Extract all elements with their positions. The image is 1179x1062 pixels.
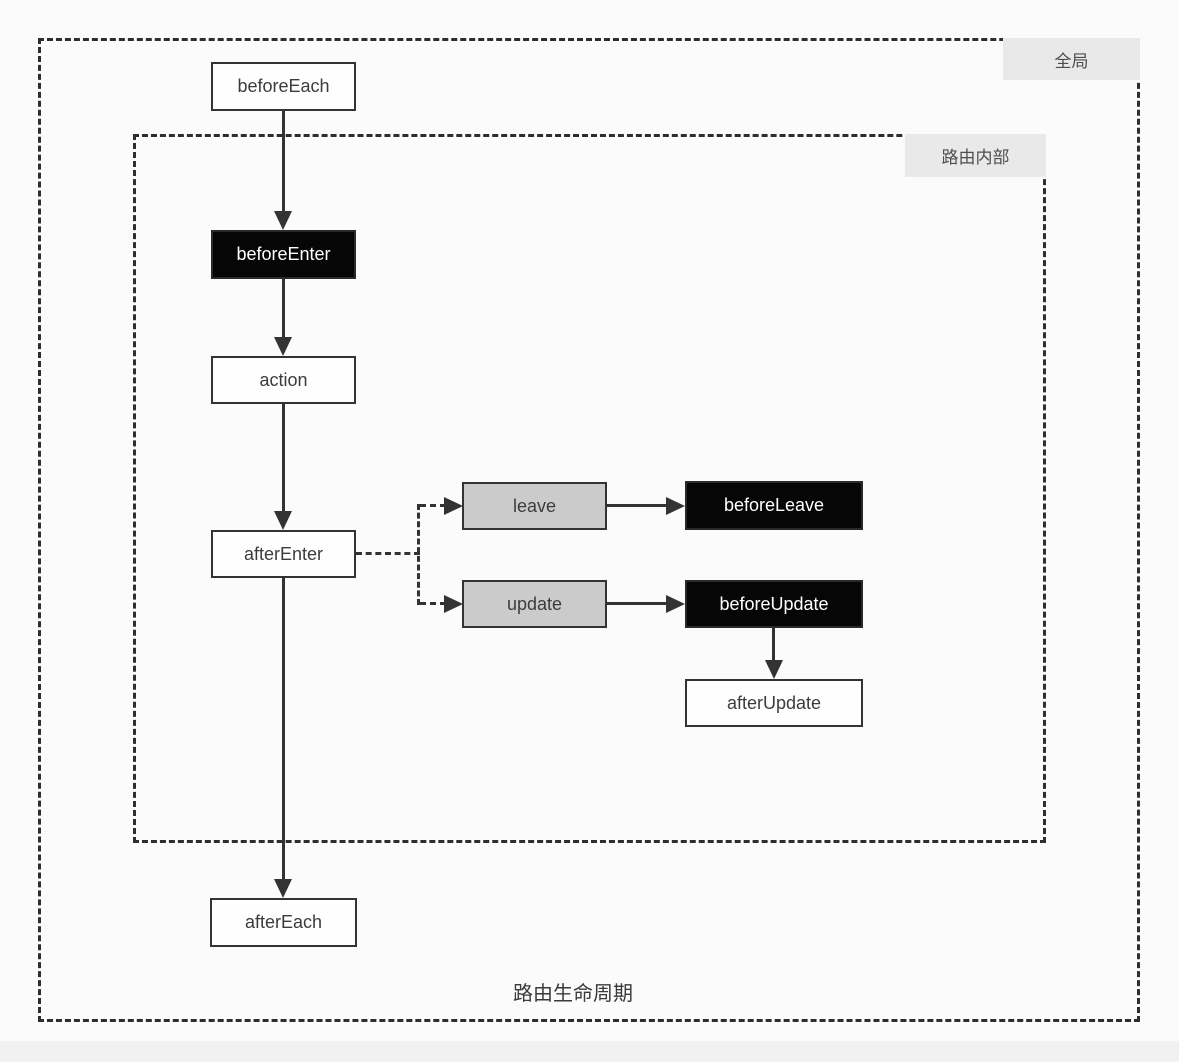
node-afterEnter: afterEnter — [211, 530, 356, 578]
edge-leave-beforeLeave-line — [607, 504, 667, 507]
node-update: update — [462, 580, 607, 628]
edge-beforeEnter-action-line — [282, 279, 285, 338]
node-beforeEnter: beforeEnter — [211, 230, 356, 279]
node-afterUpdate: afterUpdate — [685, 679, 863, 727]
edge-action-afterEnter-line — [282, 404, 285, 512]
bottom-gutter — [0, 1041, 1179, 1062]
node-leave: leave — [462, 482, 607, 530]
edge-update-beforeUpdate-line — [607, 602, 667, 605]
global-group-border — [38, 38, 1140, 1022]
edge-afterEnter-update-arrowhead — [444, 595, 463, 613]
node-beforeLeave: beforeLeave — [685, 481, 863, 530]
edge-afterEnter-update-dashed — [420, 602, 446, 605]
edge-beforeUpdate-afterUpdate-arrowhead — [765, 660, 783, 679]
edge-afterEnter-branch-stem-dashed — [356, 552, 420, 555]
edge-action-afterEnter-arrowhead — [274, 511, 292, 530]
edge-beforeEnter-action-arrowhead — [274, 337, 292, 356]
router-internal-group-label: 路由内部 — [905, 134, 1046, 177]
edge-leave-beforeLeave-arrowhead — [666, 497, 685, 515]
router-internal-group-border — [133, 134, 1046, 843]
diagram-caption: 路由生命周期 — [513, 983, 633, 1005]
node-afterEach: afterEach — [210, 898, 357, 947]
edge-afterEnter-leave-arrowhead — [444, 497, 463, 515]
edge-update-beforeUpdate-arrowhead — [666, 595, 685, 613]
node-action: action — [211, 356, 356, 404]
edge-afterEnter-afterEach-line — [282, 578, 285, 879]
edge-afterEnter-afterEach-arrowhead — [274, 879, 292, 898]
edge-beforeEach-beforeEnter-arrowhead — [274, 211, 292, 230]
global-group-label: 全局 — [1003, 38, 1140, 80]
edge-afterEnter-branch-trunk-dashed — [417, 504, 420, 605]
edge-beforeEach-beforeEnter-line — [282, 111, 285, 212]
node-beforeEach: beforeEach — [211, 62, 356, 111]
edge-afterEnter-leave-dashed — [420, 504, 446, 507]
edge-beforeUpdate-afterUpdate-line — [772, 628, 775, 661]
node-beforeUpdate: beforeUpdate — [685, 580, 863, 628]
